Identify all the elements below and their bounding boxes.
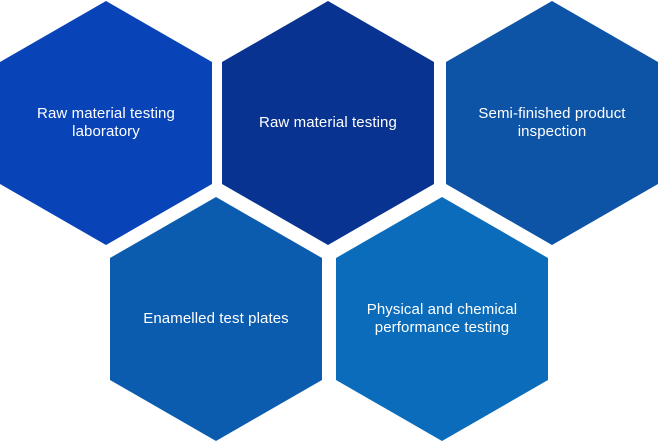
- hexagon-physical-chemical-performance-testing: Physical and chemical performance testin…: [336, 197, 548, 441]
- hexagon-label: Enamelled test plates: [143, 310, 289, 327]
- hexagon-label: Physical and chemical performance testin…: [366, 301, 518, 336]
- hexagon-label: Semi-finished product inspection: [478, 105, 626, 140]
- hexagon-raw-material-testing-laboratory: Raw material testing laboratory: [0, 1, 212, 245]
- hexagon-label: Raw material testing laboratory: [37, 105, 175, 140]
- hexagon-semi-finished-product-inspection: Semi-finished product inspection: [446, 1, 658, 245]
- hexagon-enamelled-test-plates: Enamelled test plates: [110, 197, 322, 441]
- hexagon-raw-material-testing: Raw material testing: [222, 1, 434, 245]
- hexagon-label: Raw material testing: [259, 114, 397, 131]
